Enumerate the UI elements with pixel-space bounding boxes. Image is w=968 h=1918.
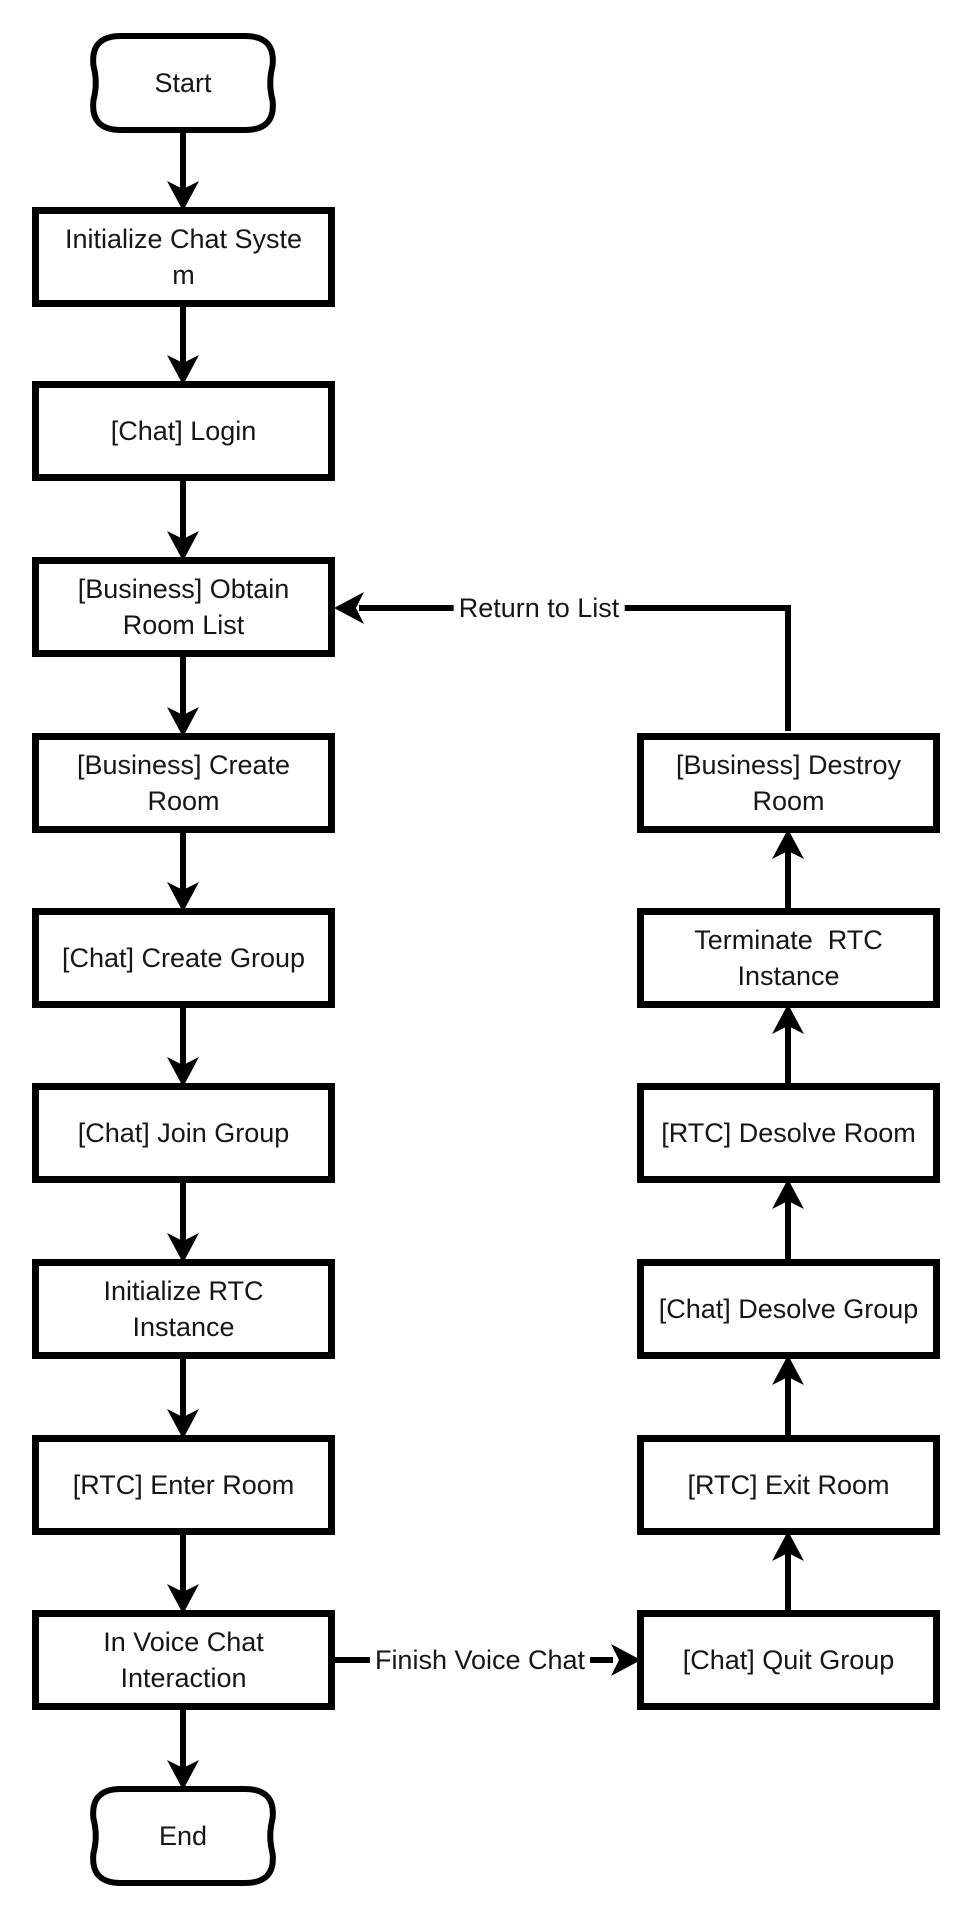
node-init-chat-system: Initialize Chat Syste m (32, 207, 335, 307)
edge-start-to-init-chat-arrowhead (167, 181, 199, 211)
node-rtc-exit-room-label: [RTC] Exit Room (687, 1470, 890, 1500)
edge-chat-login-to-obtain-room-list-arrowhead (167, 531, 199, 561)
node-destroy-room-label: [Business] Destroy Room (675, 750, 902, 816)
node-in-voice-chat: In Voice Chat Interaction (32, 1610, 335, 1710)
node-end-label: End (158, 1821, 208, 1851)
node-rtc-exit-room: [RTC] Exit Room (637, 1435, 940, 1535)
edge-destroy-room-to-obtain-room-list-arrowhead (334, 592, 364, 624)
node-join-group: [Chat] Join Group (32, 1083, 335, 1183)
edge-in-voice-chat-to-end-arrowhead (167, 1760, 199, 1790)
edge-destroy-room-to-obtain-room-list-line (359, 605, 791, 731)
edge-create-group-to-join-group-arrowhead (167, 1057, 199, 1087)
node-create-group-label: [Chat] Create Group (61, 943, 306, 973)
edge-desolve-group-to-desolve-room-arrowhead (772, 1179, 804, 1209)
edge-quit-group-to-exit-room-arrowhead (772, 1531, 804, 1561)
edge-enter-room-to-in-voice-chat-arrowhead (167, 1584, 199, 1614)
node-rtc-desolve-room: [RTC] Desolve Room (637, 1083, 940, 1183)
edge-desolve-room-to-terminate-rtc-arrowhead (772, 1004, 804, 1034)
node-join-group-label: [Chat] Join Group (77, 1118, 290, 1148)
node-chat-quit-group-label: [Chat] Quit Group (682, 1645, 895, 1675)
node-rtc-enter-room-label: [RTC] Enter Room (72, 1470, 295, 1500)
edge-in-voice-chat-to-quit-group-arrowhead (611, 1644, 641, 1676)
node-rtc-enter-room: [RTC] Enter Room (32, 1435, 335, 1535)
node-start-label: Start (154, 68, 212, 98)
edge-label-return-to-list: Return to List (453, 591, 625, 625)
edge-join-group-to-init-rtc-arrowhead (167, 1233, 199, 1263)
edge-init-chat-to-chat-login-arrowhead (167, 355, 199, 385)
edge-exit-room-to-desolve-group-arrowhead (772, 1355, 804, 1385)
node-obtain-room-list: [Business] Obtain Room List (32, 557, 335, 657)
node-in-voice-chat-label: In Voice Chat Interaction (103, 1627, 264, 1693)
terminator-shape (90, 33, 276, 133)
node-chat-login: [Chat] Login (32, 381, 335, 481)
node-create-room: [Business] Create Room (32, 733, 335, 833)
node-create-group: [Chat] Create Group (32, 908, 335, 1008)
node-init-chat-system-label: Initialize Chat Syste m (64, 224, 303, 290)
node-rtc-desolve-room-label: [RTC] Desolve Room (661, 1118, 916, 1148)
terminator-shape (90, 1786, 276, 1886)
edge-obtain-room-list-to-create-room-arrowhead (167, 707, 199, 737)
node-end: End (85, 1786, 281, 1886)
node-init-rtc-instance: Initialize RTC Instance (32, 1259, 335, 1359)
node-chat-login-label: [Chat] Login (110, 416, 257, 446)
node-terminate-rtc-label: Terminate RTC Instance (694, 925, 883, 991)
node-init-rtc-instance-label: Initialize RTC Instance (103, 1276, 264, 1342)
node-create-room-label: [Business] Create Room (76, 750, 291, 816)
node-destroy-room: [Business] Destroy Room (637, 733, 940, 833)
edge-init-rtc-to-enter-room-arrowhead (167, 1409, 199, 1439)
node-chat-desolve-group: [Chat] Desolve Group (637, 1259, 940, 1359)
node-start: Start (85, 33, 281, 133)
edge-terminate-rtc-to-destroy-room-arrowhead (772, 829, 804, 859)
node-obtain-room-list-label: [Business] Obtain Room List (77, 574, 290, 640)
node-chat-desolve-group-label: [Chat] Desolve Group (658, 1294, 919, 1324)
edge-label-finish-voice-chat: Finish Voice Chat (369, 1643, 591, 1677)
node-terminate-rtc: Terminate RTC Instance (637, 908, 940, 1008)
node-chat-quit-group: [Chat] Quit Group (637, 1610, 940, 1710)
edge-create-room-to-create-group-arrowhead (167, 882, 199, 912)
